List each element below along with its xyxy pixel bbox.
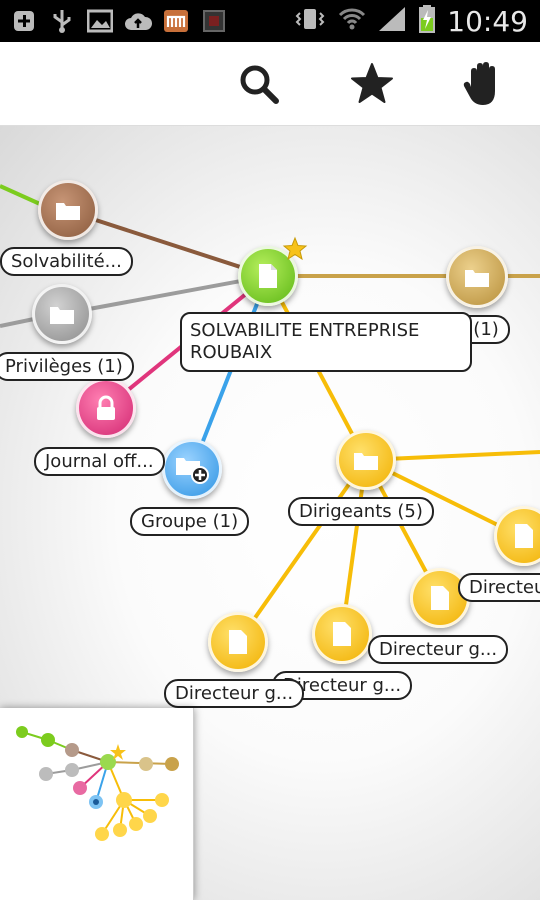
folder-icon	[465, 270, 489, 287]
dirigeants-folder-node[interactable]	[336, 430, 396, 490]
folder-add-icon	[176, 458, 209, 484]
solvabilite-label[interactable]: Solvabilité...	[0, 247, 133, 276]
cloud-upload-icon	[124, 8, 152, 34]
folder-icon	[354, 453, 378, 470]
lock-icon	[97, 395, 115, 420]
usb-icon	[48, 8, 76, 34]
favorites-button[interactable]	[344, 56, 400, 112]
minimap[interactable]	[0, 708, 194, 900]
center-document-node[interactable]	[238, 246, 298, 306]
status-time: 10:49	[447, 4, 528, 38]
center-label-line2: ROUBAIX	[190, 342, 273, 363]
director-mid-document-node[interactable]	[312, 604, 372, 664]
document-icon	[431, 586, 449, 610]
document-icon	[515, 524, 533, 548]
document-icon	[229, 630, 247, 654]
game-icon	[200, 8, 228, 34]
edge-gray	[61, 274, 269, 316]
groupe-folder-node[interactable]	[162, 439, 222, 499]
hand-icon	[463, 62, 495, 105]
right-edge-label[interactable]: Directeu	[458, 573, 540, 602]
dirigeants-label[interactable]: Dirigeants (5)	[288, 497, 434, 526]
groupe-label[interactable]: Groupe (1)	[130, 507, 250, 536]
signal-icon	[377, 5, 407, 37]
document-icon	[333, 622, 351, 646]
journal-label[interactable]: Journal off...	[34, 447, 165, 476]
edge-yellow-left	[236, 458, 368, 644]
privileges-label[interactable]: Privilèges (1)	[0, 352, 134, 381]
folder-icon	[56, 203, 80, 220]
status-right: 10:49	[293, 4, 528, 38]
director-left-document-node[interactable]	[208, 612, 268, 672]
search-icon	[240, 65, 279, 104]
edge-gray-left	[0, 317, 35, 328]
battery-charging-icon	[417, 4, 437, 38]
solvabilite-folder-node[interactable]	[38, 180, 98, 240]
edge-green	[0, 184, 41, 206]
search-button[interactable]	[231, 56, 287, 112]
pan-mode-button[interactable]	[455, 56, 511, 112]
center-label[interactable]: SOLVABILITE ENTREPRISE ROUBAIX	[180, 312, 472, 372]
minimap-graph	[16, 726, 179, 841]
director-far-label[interactable]: Directeur g...	[368, 635, 509, 664]
edge-blue	[190, 275, 270, 470]
right-folder-node[interactable]	[446, 246, 508, 308]
right-edge-document-node[interactable]	[494, 506, 540, 566]
wifi-icon	[337, 5, 367, 37]
image-icon	[86, 8, 114, 34]
add-icon	[10, 8, 38, 34]
folder-icon	[50, 307, 74, 324]
privileges-folder-node[interactable]	[32, 284, 92, 344]
m-app-icon	[162, 8, 190, 34]
edge-brown	[67, 209, 269, 278]
action-bar	[0, 42, 540, 126]
favorite-star-icon	[282, 236, 308, 261]
star-icon	[351, 63, 393, 103]
vibrate-icon	[293, 5, 327, 37]
status-left-icons	[10, 8, 228, 34]
document-icon	[259, 264, 277, 288]
center-label-line1: SOLVABILITE ENTREPRISE	[190, 320, 420, 341]
status-bar: 10:49	[0, 0, 540, 42]
graph-canvas[interactable]: Solvabilité... Privilèges (1) Journal of…	[0, 126, 540, 900]
journal-lock-node[interactable]	[76, 378, 136, 438]
director-far-document-node[interactable]	[410, 568, 470, 628]
director-left-label[interactable]: Directeur g...	[164, 679, 305, 708]
